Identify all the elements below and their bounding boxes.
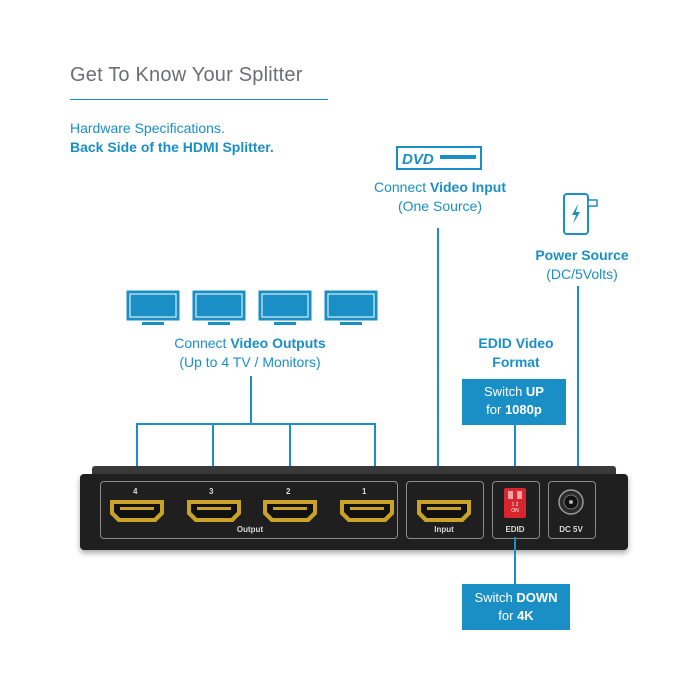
dip-switch-lever-1 [508,491,513,499]
outputs-stem [250,376,252,424]
input-panel [406,481,484,539]
edid-format-line2: Format [492,354,540,370]
switch-up-box: Switch UP for 1080p [462,379,566,425]
output-number-2: 2 [286,487,291,496]
monitor-icon-1 [126,290,180,325]
switch-down-plain: Switch [474,590,517,605]
hdmi-output-port-4[interactable] [108,498,166,524]
output-2-drop [289,423,291,468]
hdmi-output-port-2[interactable] [261,498,319,524]
monitor-icon-3 [258,290,312,325]
switch-up-res: 1080p [504,402,542,417]
edid-format-label: EDID Video Format [456,334,576,372]
switch-down-for: for [498,608,518,623]
monitor-icon-2 [192,290,246,325]
video-outputs-label: Connect Video Outputs (Up to 4 TV / Moni… [150,334,350,372]
subtitle-back-side: Back Side of the HDMI Splitter. [70,139,274,155]
power-source-title: Power Source [535,247,629,263]
power-plug-icon [560,192,604,236]
edid-dip-switch[interactable]: 1 2 ON [504,488,526,518]
outputs-bracket-horizontal [136,423,376,425]
edid-format-line1: EDID Video [478,335,554,351]
video-input-plain: Connect [373,179,431,195]
power-source-label: Power Source (DC/5Volts) [510,246,654,284]
switch-up-bold: UP [525,384,544,399]
power-source-spec: (DC/5Volts) [546,266,618,282]
dc-panel [548,481,596,539]
video-input-source: (One Source) [397,198,483,214]
dip-switch-lever-2 [517,491,522,499]
video-outputs-count: (Up to 4 TV / Monitors) [179,354,321,370]
input-panel-label: Input [434,525,454,534]
video-outputs-bold: Video Outputs [230,335,326,351]
output-panel-label: Output [236,525,264,534]
switch-down-res: 4K [517,608,534,623]
hdmi-output-port-3[interactable] [185,498,243,524]
title-underline [70,99,328,100]
hdmi-input-port[interactable] [415,498,473,524]
hdmi-output-port-1[interactable] [338,498,396,524]
monitor-icon-4 [324,290,378,325]
switch-down-connector [514,537,516,585]
output-3-drop [212,423,214,468]
dip-switch-markings: 1 2 ON [511,502,519,514]
monitor-icons [126,290,380,330]
output-panel [100,481,398,539]
switch-down-box: Switch DOWN for 4K [462,584,570,630]
page-title: Get To Know Your Splitter [70,64,303,86]
dc-power-jack[interactable] [557,488,585,516]
output-1-drop [374,423,376,468]
output-4-drop [136,423,138,468]
subtitle-specs: Hardware Specifications. [70,120,225,136]
video-input-connector [437,228,439,466]
output-number-3: 3 [209,487,214,496]
switch-up-for: for [486,402,505,417]
splitter-top-edge [92,466,616,476]
dvd-icon-text: DVD [402,151,434,168]
switch-up-connector [514,425,516,466]
dc-panel-label: DC 5V [559,525,583,534]
video-input-bold: Video Input [430,179,506,195]
switch-up-plain: Switch [484,384,526,399]
output-number-4: 4 [133,487,138,496]
edid-panel [492,481,540,539]
edid-panel-label: EDID [505,525,525,534]
switch-down-bold: DOWN [516,590,558,605]
power-connector [577,286,579,486]
dvd-icon: DVD [396,146,482,170]
output-number-1: 1 [362,487,367,496]
video-outputs-plain: Connect [174,335,231,351]
video-input-label: Connect Video Input (One Source) [350,178,530,216]
